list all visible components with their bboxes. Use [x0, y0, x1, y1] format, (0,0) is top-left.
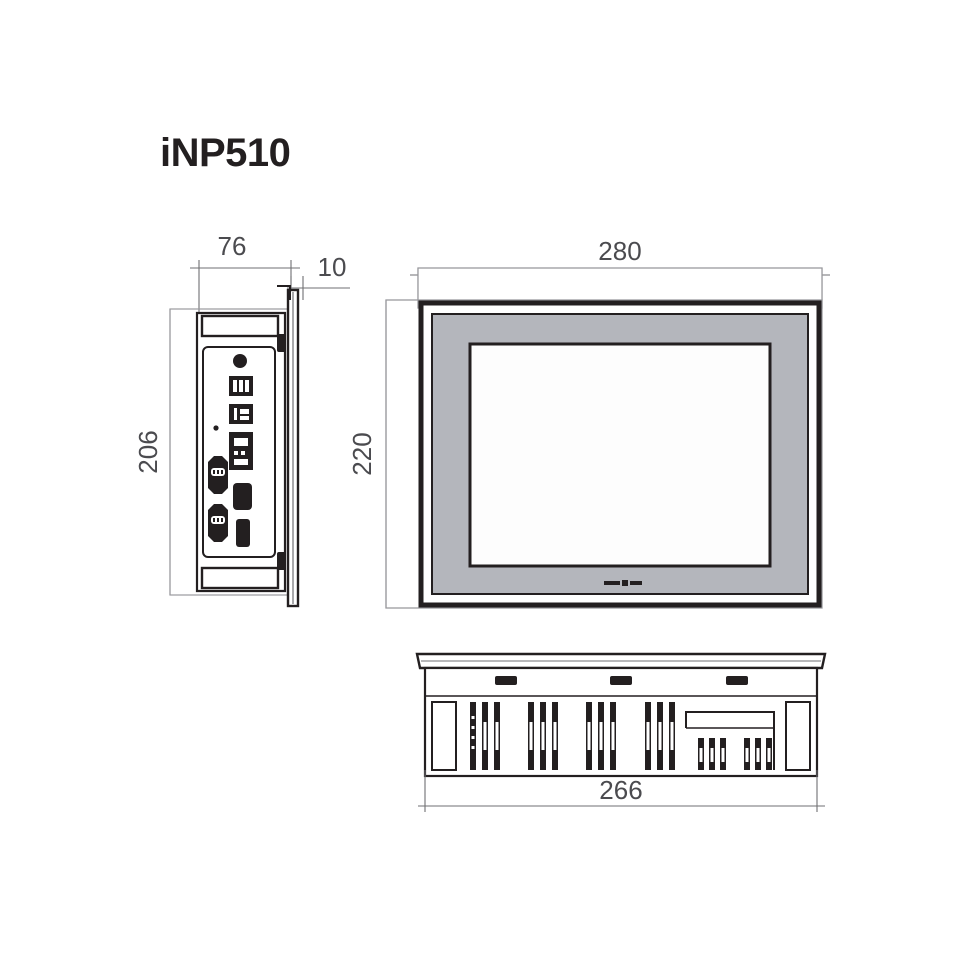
serial-port-lower [208, 504, 228, 542]
bottom-tab-3 [726, 676, 748, 685]
dim-label-266: 266 [599, 775, 642, 805]
dim-label-206: 206 [133, 430, 163, 473]
page-title: iNP510 [160, 131, 291, 175]
dim-label-76: 76 [218, 231, 247, 261]
bottom-housing [423, 666, 819, 778]
bottom-left-wall [431, 701, 457, 771]
side-bracket-top [200, 314, 280, 338]
side-latch-bottom [277, 552, 286, 570]
bottom-vent-group-4 [645, 702, 675, 770]
bottom-right-wall [785, 701, 811, 771]
bottom-vent-group-1 [470, 702, 500, 770]
front-screen [468, 342, 772, 568]
front-logo-mark [604, 580, 642, 586]
round-connector-port [233, 354, 247, 368]
usb-port-upper [229, 376, 253, 396]
front-view: 280 220 [347, 236, 830, 609]
side-latch-top [277, 334, 286, 352]
bottom-bezel-slab [415, 652, 827, 670]
side-lip-hook [277, 285, 291, 300]
bottom-vent-group-3 [586, 702, 616, 770]
usb-port-lower [229, 404, 253, 424]
side-bezel-lip [286, 288, 300, 608]
side-bracket-bottom [200, 566, 280, 590]
dim-label-280: 280 [598, 236, 641, 266]
bottom-tab-1 [495, 676, 517, 685]
expansion-port-upper [233, 483, 252, 510]
dim-label-10: 10 [318, 252, 347, 282]
bottom-step-outline [685, 711, 775, 770]
dim-label-220: 220 [347, 432, 377, 475]
side-screw-dot [213, 425, 219, 431]
dim-220 [385, 299, 424, 609]
bottom-vent-group-5 [698, 738, 726, 770]
bottom-view: 266 [415, 652, 827, 812]
ethernet-port [229, 432, 253, 470]
side-view: 76 10 206 [133, 231, 350, 608]
serial-port-upper [208, 456, 228, 494]
expansion-port-lower [236, 519, 250, 547]
front-mount-plate [385, 299, 823, 609]
bottom-vent-group-6 [744, 738, 772, 770]
bottom-tab-2 [610, 676, 632, 685]
dim-266 [418, 770, 825, 812]
bottom-vent-group-2 [528, 702, 558, 770]
